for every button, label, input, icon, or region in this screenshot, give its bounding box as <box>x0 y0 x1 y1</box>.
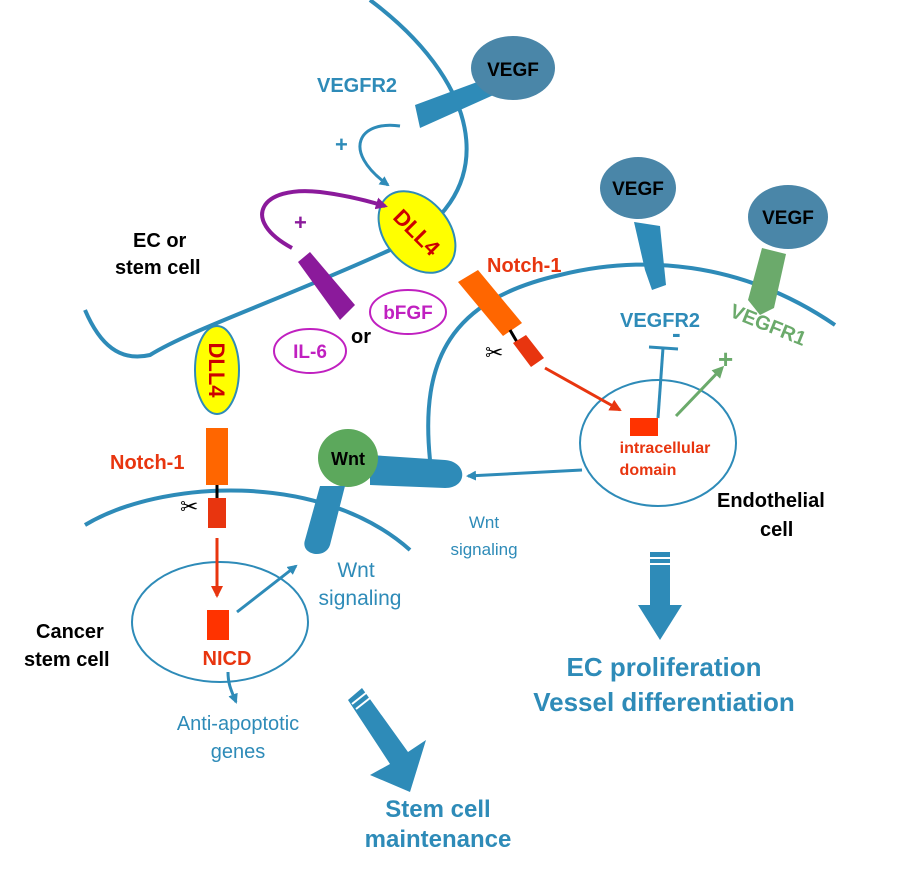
wnt-signaling-right-label-1: Wnt <box>469 513 500 532</box>
bfgf-oval <box>369 289 447 335</box>
plus-purple-label: + <box>294 210 307 235</box>
anti-apoptotic-label-1: Anti-apoptotic <box>177 713 299 735</box>
purple-activation-arrow <box>260 189 388 250</box>
nicd-to-nucleus-arrow <box>544 366 622 412</box>
ec-or-stem-cell-label-2: stem cell <box>115 257 201 279</box>
anti-apoptotic-label-2: genes <box>211 741 266 763</box>
inhibition-bar <box>648 345 679 351</box>
scissors-left-icon: ✂ <box>180 494 198 519</box>
endothelial-nucleus <box>579 379 737 507</box>
cancer-stem-cell-label-2: stem cell <box>24 649 110 671</box>
il6-label: IL-6 <box>293 342 327 363</box>
ec-proliferation-arrow <box>638 552 682 640</box>
nicd-to-wnt-arrow <box>236 564 298 614</box>
stem-cell-maintenance-label-1: Stem cell <box>385 796 490 823</box>
vegf-right-ligand <box>748 185 828 249</box>
stem-cell-maintenance-arrow <box>348 688 426 792</box>
vegfr2-right-receptor <box>634 222 666 290</box>
minus-label: - <box>672 318 681 348</box>
wnt-signaling-left-label-2: signaling <box>319 587 402 610</box>
dll4-top-ligand <box>377 190 457 274</box>
vegfr1-receptor <box>748 248 786 315</box>
il6-bfgf-receptor <box>298 252 355 320</box>
nicd-label: NICD <box>203 648 252 670</box>
scissors-top-icon: ✂ <box>485 340 503 365</box>
wnt-receptor-left <box>304 486 345 555</box>
inhibition-line <box>656 347 665 419</box>
notch1-left-label: Notch-1 <box>110 452 184 474</box>
bfgf-label: bFGF <box>383 303 433 324</box>
nucleus-to-wnt-arrow <box>466 468 583 481</box>
ec-proliferation-label-2: Vessel differentiation <box>533 687 795 717</box>
notch1-top-receptor <box>458 270 522 336</box>
activation-arrow-vegfr1 <box>674 365 725 418</box>
vegfr2-top-receptor <box>415 78 498 128</box>
vegf-top-ligand <box>471 36 555 100</box>
notch1-top-linker <box>508 329 519 343</box>
nicd-to-genes-arrow <box>226 671 238 704</box>
intracellular-label-1: intracellular <box>620 440 711 457</box>
ec-proliferation-label-1: EC proliferation <box>566 652 761 682</box>
vegf-right-label: VEGF <box>762 208 814 229</box>
endothelial-cell-label-1: Endothelial <box>717 490 825 512</box>
wnt-receptor-right <box>370 455 463 488</box>
endothelial-cell-label-2: cell <box>760 519 793 541</box>
nicd-block <box>207 610 229 640</box>
cancer-stem-cell-nucleus <box>131 561 309 683</box>
intracellular-label-2: domain <box>620 462 677 479</box>
vegfr2-to-dll4-arrow <box>358 123 401 187</box>
notch1-top-label: Notch-1 <box>487 255 561 277</box>
vegfr2-top-label: VEGFR2 <box>317 75 397 97</box>
wnt-signaling-right-label-2: signaling <box>450 540 517 559</box>
vegf-mid-ligand <box>600 157 676 219</box>
plus-vegfr2-label: + <box>335 132 348 157</box>
notch1-left-intracellular <box>208 498 226 528</box>
ec-or-stem-cell-label-1: EC or <box>133 230 187 252</box>
vegf-top-label: VEGF <box>487 60 539 81</box>
or-label: or <box>351 326 371 348</box>
wnt-ligand-label: Wnt <box>331 449 365 469</box>
wnt-signaling-left-label-1: Wnt <box>337 559 375 582</box>
wnt-ligand <box>318 429 378 487</box>
il6-oval <box>273 328 347 374</box>
vegf-mid-label: VEGF <box>612 179 664 200</box>
vegfr2-right-label: VEGFR2 <box>620 310 700 332</box>
notch1-top-intracellular <box>513 335 544 367</box>
cancer-stem-cell-label-1: Cancer <box>36 621 104 643</box>
intracellular-domain-block <box>630 418 658 436</box>
dll4-left-label: DLL4 <box>204 343 229 399</box>
dll4-left-ligand <box>194 325 240 415</box>
stem-cell-maintenance-label-2: maintenance <box>365 826 512 853</box>
cancer-stem-cell-membrane <box>83 488 412 552</box>
notch1-left-receptor <box>206 428 228 485</box>
endothelial-cell-membrane <box>426 262 837 461</box>
